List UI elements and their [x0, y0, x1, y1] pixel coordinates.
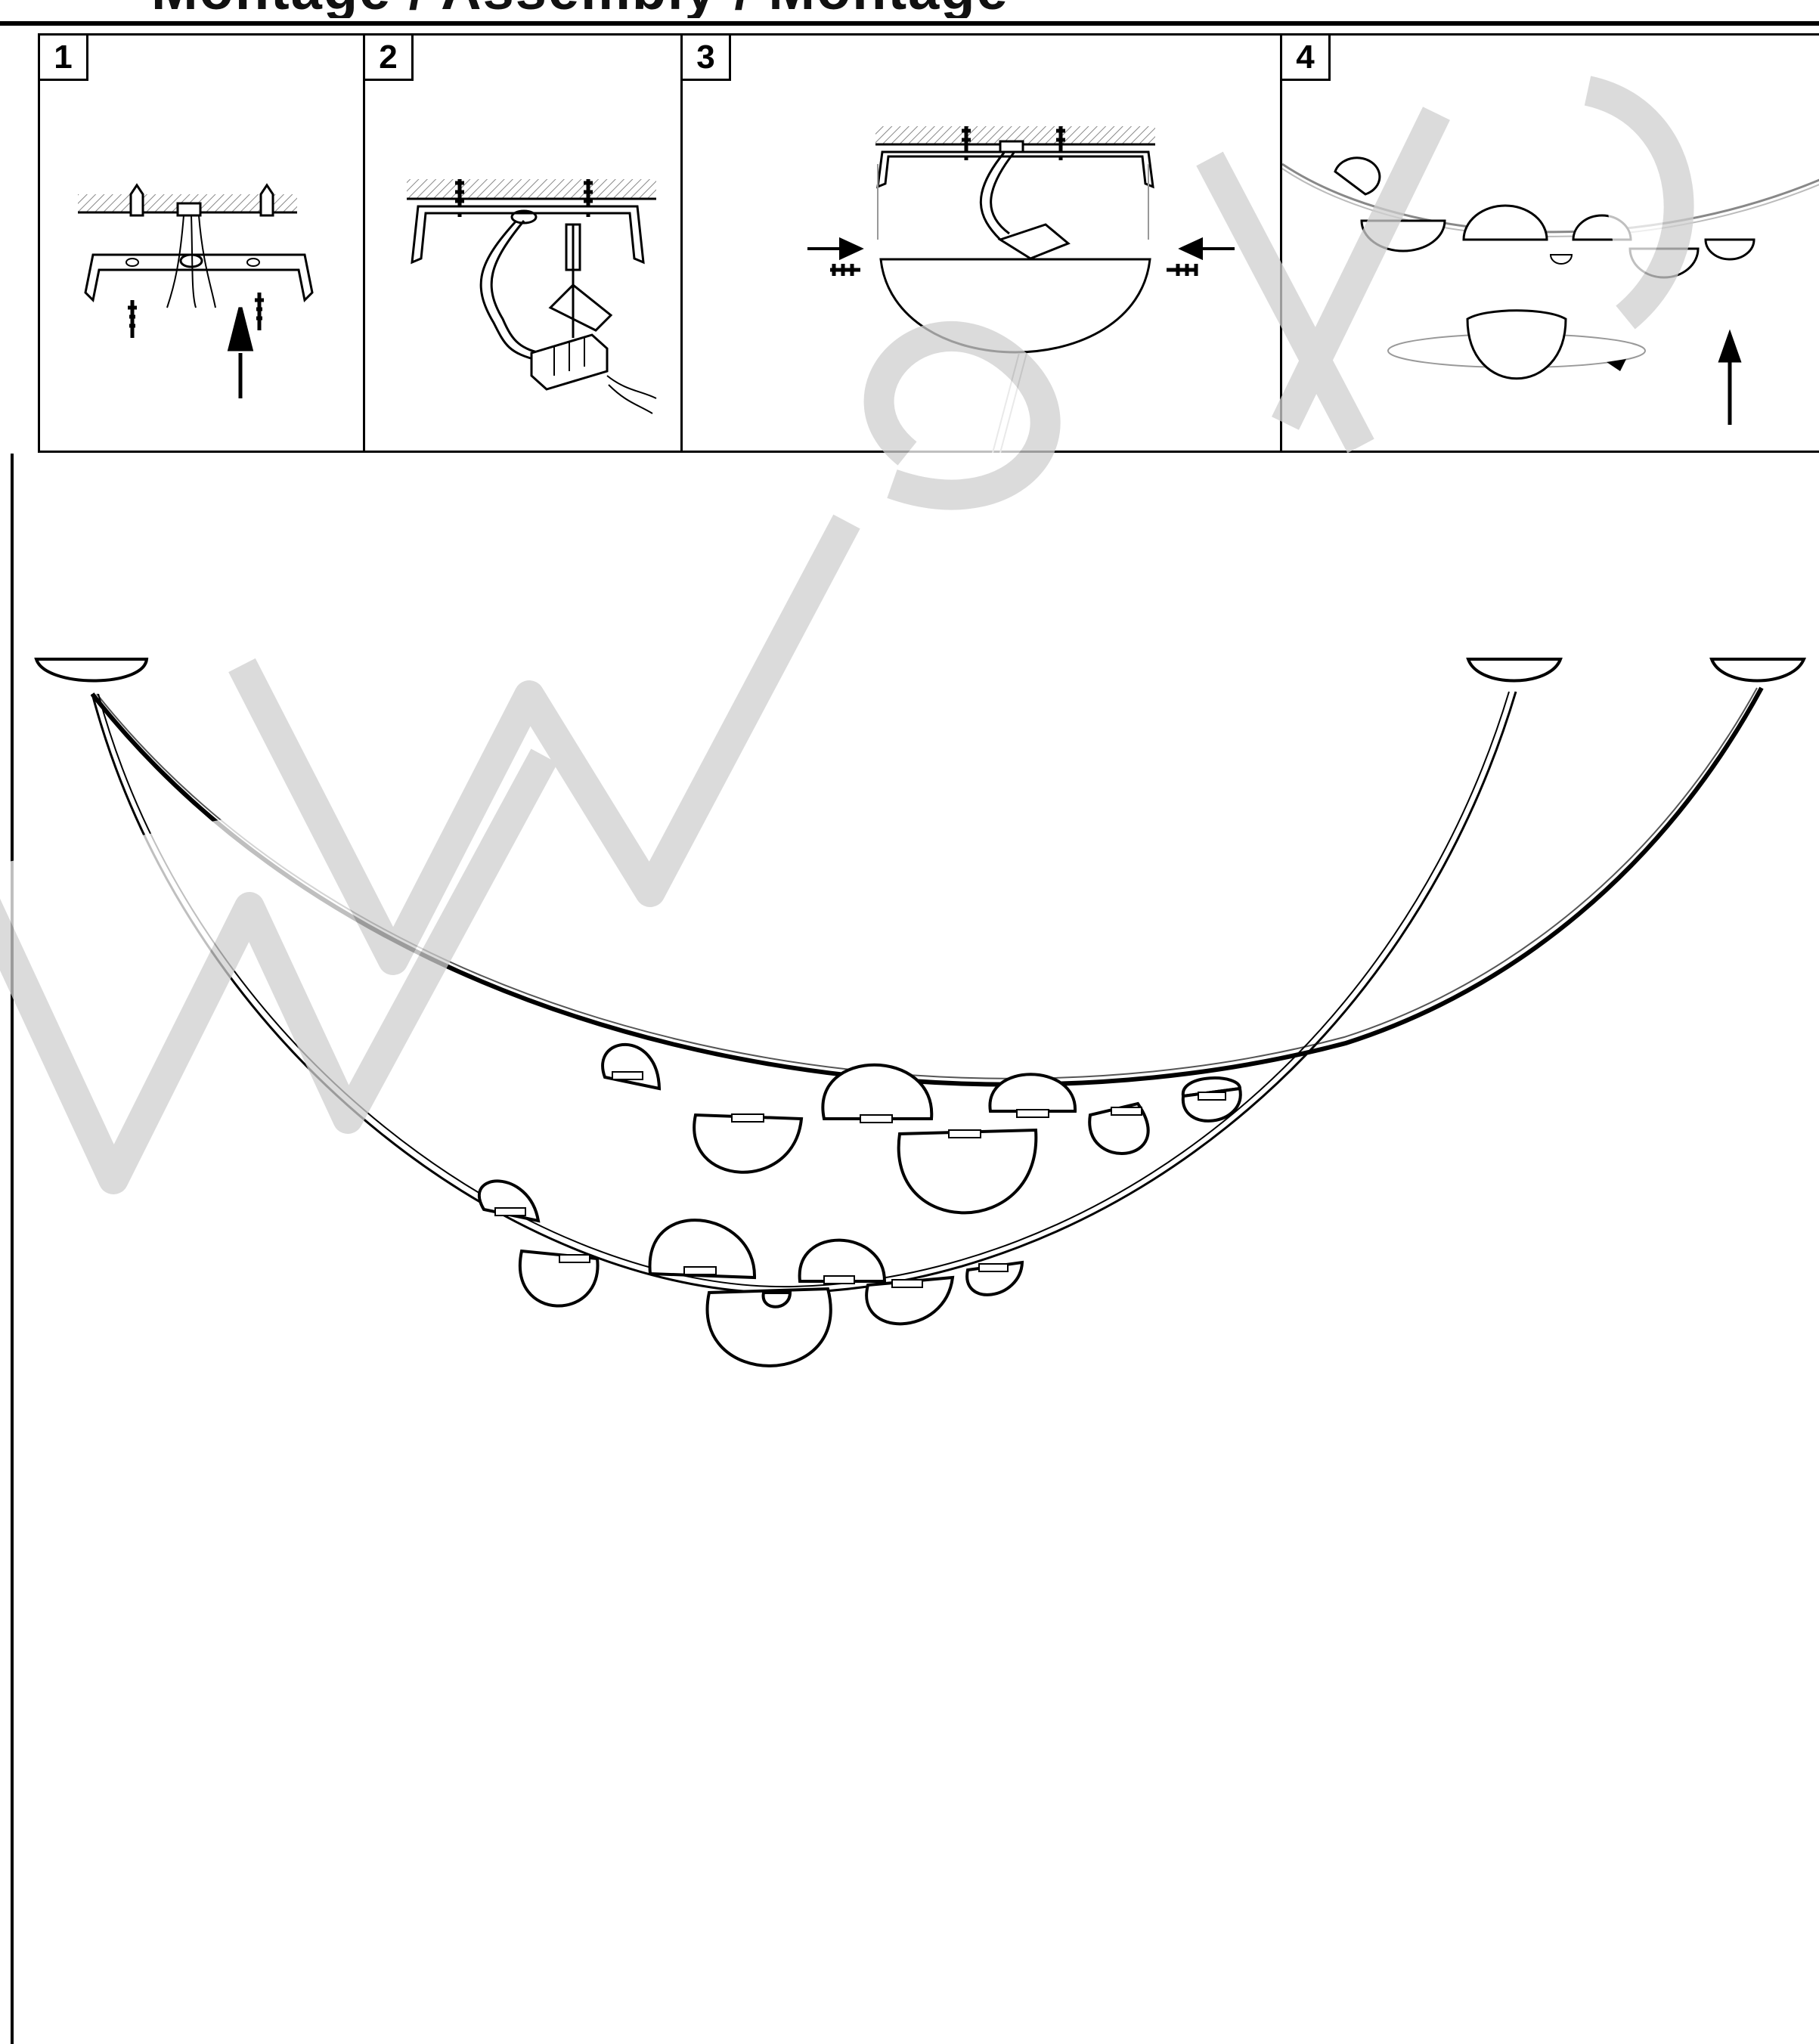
wall-plug-icon	[259, 183, 274, 217]
step-number-4: 4	[1282, 36, 1331, 81]
screwdriver-icon	[565, 223, 581, 271]
mounting-bracket	[411, 205, 645, 265]
step-number-3: 3	[683, 36, 731, 81]
right-arrow-icon	[807, 237, 864, 261]
wall-plug-icon	[129, 183, 144, 217]
lower-rod-arc	[91, 691, 1517, 1294]
ceiling-hatch	[407, 179, 656, 199]
mounting-bracket	[876, 150, 1154, 189]
step-panel-2: 2	[363, 33, 682, 453]
ceiling-canopy-left	[34, 658, 149, 683]
up-arrow-icon	[227, 307, 254, 398]
top-rule	[0, 21, 1819, 26]
step-number-2: 2	[365, 36, 414, 81]
rotate-arrow-icon	[1607, 359, 1626, 371]
ceiling-canopy-middle	[1466, 658, 1563, 683]
step-number-1: 1	[40, 36, 88, 81]
step-panel-1: 1	[38, 33, 364, 453]
cut-off-heading: Montage / Assembly / Montage	[0, 0, 1819, 18]
upper-glass-shades	[601, 1042, 1242, 1215]
step-1-drawing	[78, 183, 314, 398]
lower-glass-shades	[477, 1179, 1024, 1367]
heading-text: Montage / Assembly / Montage	[151, 0, 1009, 18]
screw-icon	[830, 264, 860, 276]
glass-bowl	[1466, 309, 1567, 380]
up-arrow-icon	[1718, 329, 1742, 425]
step-2-drawing	[407, 179, 657, 414]
screw-icon	[584, 179, 593, 217]
upper-rod-arc	[90, 686, 1764, 1087]
screw-icon	[455, 179, 464, 217]
ceiling-canopy-right	[1709, 658, 1807, 683]
main-frame-border	[11, 454, 14, 2044]
screw-icon	[1167, 264, 1198, 276]
